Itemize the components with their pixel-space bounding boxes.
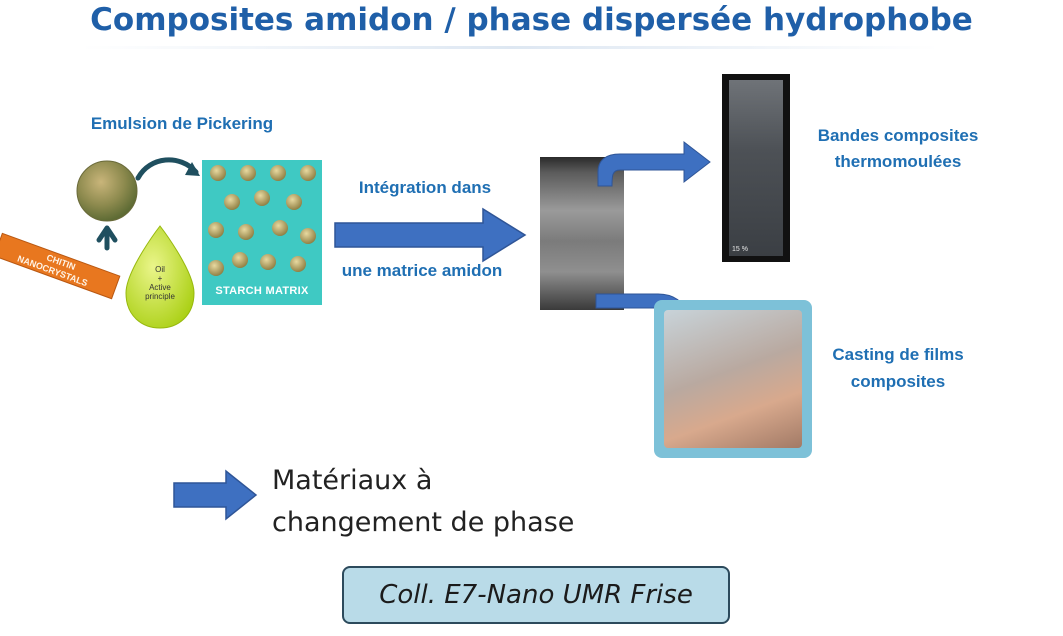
curved-arrow-icon (135, 157, 200, 181)
materials-arrow-icon (173, 469, 258, 521)
upper-curved-arrow-icon (597, 140, 711, 187)
droplet-text-3: Active (149, 283, 171, 292)
page-title: Composites amidon / phase dispersée hydr… (90, 2, 973, 38)
materials-line2: changement de phase (272, 507, 575, 538)
droplet-text-1: Oil (155, 265, 165, 274)
materials-line1: Matériaux à (272, 465, 433, 496)
casting-label-line1: Casting de films (832, 345, 964, 364)
emulsion-label: Emulsion de Pickering (90, 114, 274, 133)
integration-label-line2: une matrice amidon (341, 261, 503, 280)
matrix-particles (208, 165, 316, 276)
oil-droplet: Oil + Active principle (125, 225, 195, 329)
film-photo (664, 310, 802, 448)
collaboration-text: Coll. E7-Nano UMR Frise (379, 580, 693, 610)
chitin-bar: CHITIN NANOCRYSTALS (0, 232, 121, 300)
droplet-text-4: principle (145, 292, 175, 301)
pickering-illustration: CHITIN NANOCRYSTALS Oil + Active princip… (0, 160, 195, 329)
droplet-text-2: + (158, 274, 163, 283)
collaboration-box: Coll. E7-Nano UMR Frise (342, 566, 730, 624)
main-arrow-icon (334, 207, 527, 263)
casting-label-line2: composites (850, 372, 946, 391)
title-underline (80, 46, 940, 49)
bandes-label-line2: thermomoulées (834, 152, 962, 171)
strip-percent-label: 15 % (732, 246, 748, 253)
starch-matrix (202, 160, 322, 305)
up-arrow-icon (96, 225, 118, 251)
starch-matrix-label: STARCH MATRIX (215, 285, 309, 297)
composite-strip-inner (729, 80, 783, 256)
integration-label-line1: Intégration dans (358, 178, 492, 197)
bandes-label-line1: Bandes composites (817, 126, 979, 145)
pickering-particle (76, 160, 138, 222)
